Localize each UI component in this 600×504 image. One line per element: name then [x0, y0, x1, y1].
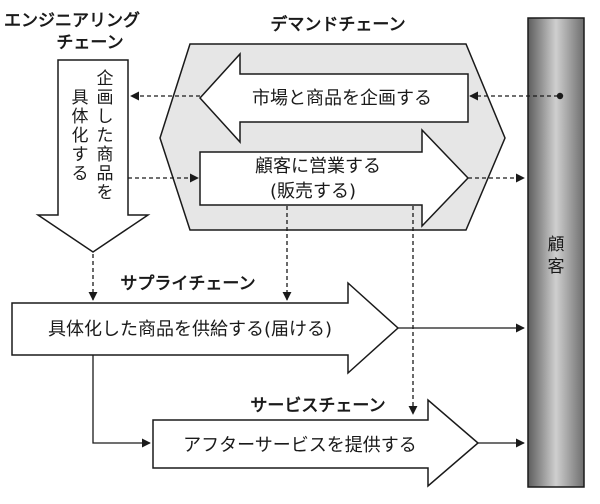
eng-col1-char-0: 企	[97, 69, 114, 89]
sell-label-line1: 顧客に営業する	[255, 156, 381, 177]
service-chain-heading: サービスチェーン	[250, 396, 385, 416]
service-label: アフターサービスを提供する	[183, 435, 417, 456]
engineering-chain-arrow	[35, 59, 151, 253]
customer-char-2: 客	[548, 257, 565, 277]
plan-market-label: 市場と商品を企画する	[252, 88, 432, 109]
supply-chain-arrow	[11, 281, 400, 375]
eng-col2-char-0: 具	[72, 88, 89, 108]
eng-col1-char-3: た	[97, 126, 114, 146]
eng-col1-char-4: 商	[97, 145, 114, 165]
engineering-chain-heading-line2: チェーン	[56, 33, 123, 53]
customer-char-1: 顧	[548, 235, 565, 255]
eng-col1-char-1: 画	[97, 88, 114, 108]
engineering-arrow-label: 企 画 し た 商 品 を 具 体 化 す る	[72, 69, 114, 203]
eng-col1-char-5: 品	[97, 164, 114, 184]
plan-market-arrow	[198, 52, 469, 144]
service-chain-arrow	[152, 398, 480, 488]
supply-label: 具体化した商品を供給する(届ける)	[48, 319, 332, 340]
supply-to-service-line	[92, 355, 151, 448]
eng-col1-char-2: し	[97, 107, 114, 127]
engineering-chain-heading-line1: エンジニアリング	[4, 10, 140, 31]
eng-col2-char-1: 体	[72, 107, 89, 127]
sell-arrow	[199, 128, 470, 228]
solid-connectors	[92, 323, 525, 448]
eng-col1-char-6: を	[97, 183, 114, 203]
eng-col2-char-3: す	[72, 145, 89, 165]
supply-chain-heading: サプライチェーン	[120, 273, 255, 294]
eng-col2-char-4: る	[72, 164, 89, 184]
customer-origin-dot	[556, 92, 564, 100]
sell-label-line2: (販売する)	[270, 181, 356, 202]
eng-col2-char-2: 化	[72, 126, 89, 146]
dashed-connectors	[88, 91, 558, 415]
demand-chain-heading: デマンドチェーン	[270, 14, 405, 35]
